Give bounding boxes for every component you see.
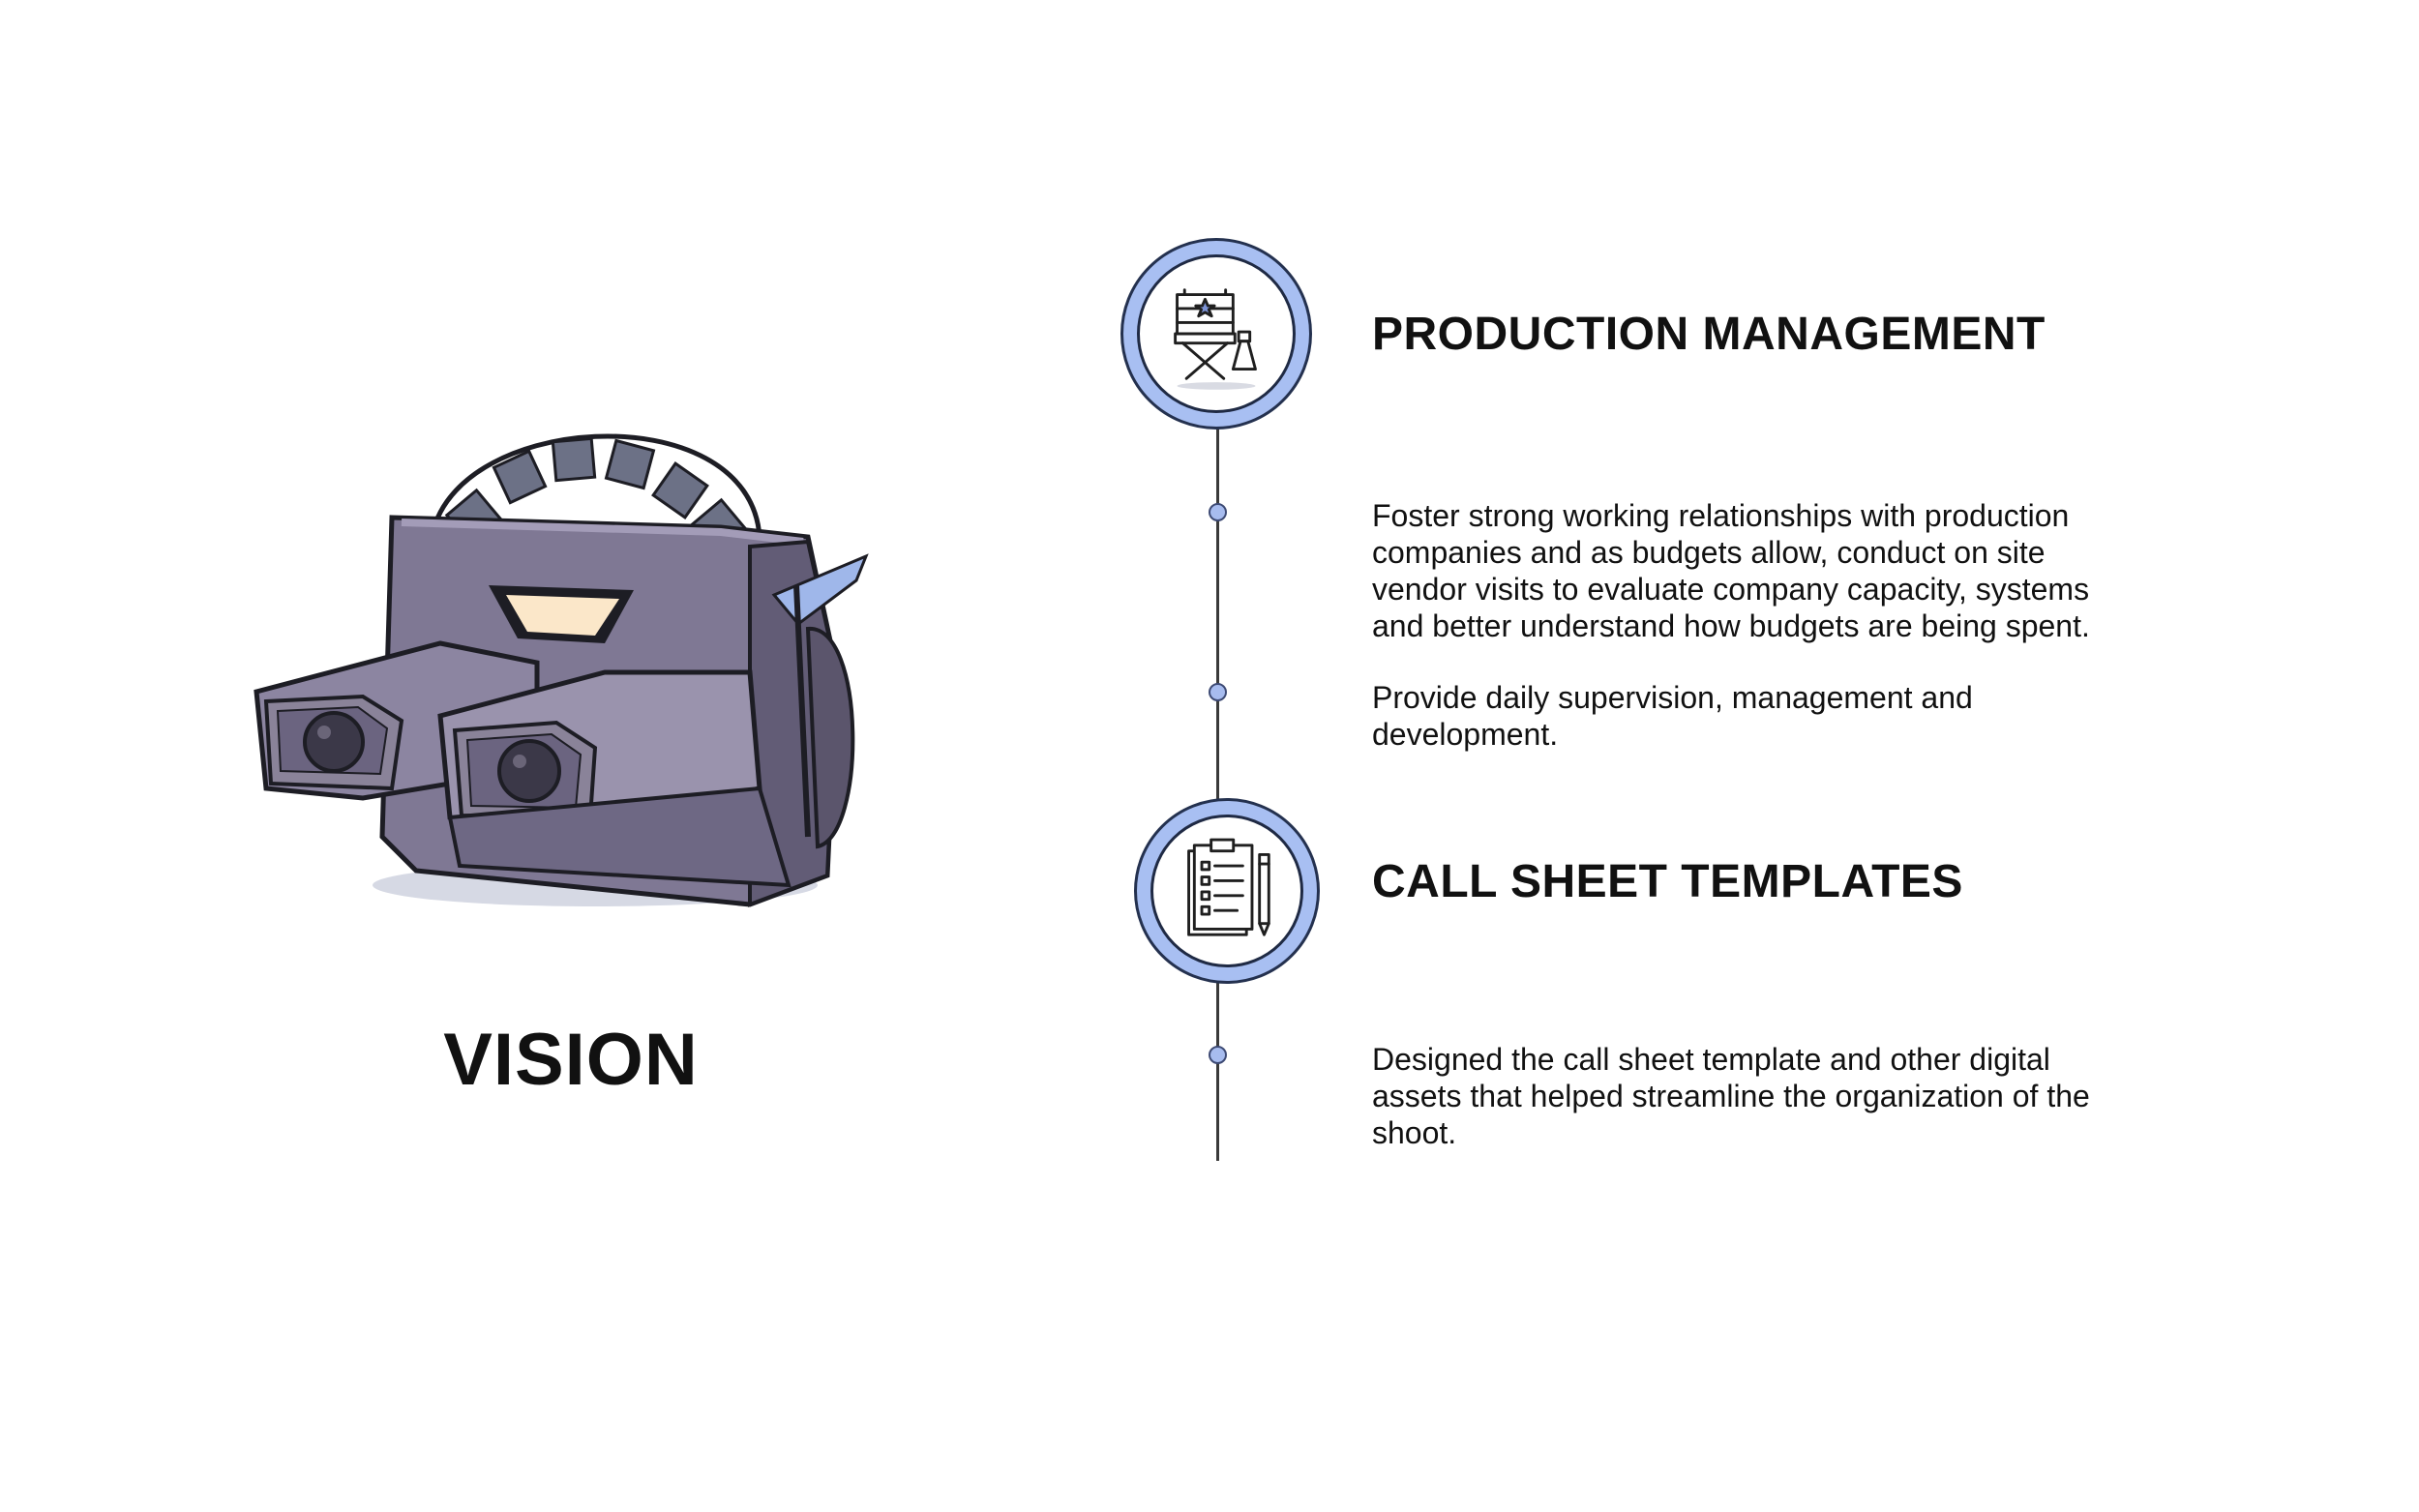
section-title-call-sheet-templates: CALL SHEET TEMPLATES	[1372, 856, 1963, 907]
section-title-production-management: PRODUCTION MANAGEMENT	[1372, 309, 2046, 360]
stereo-viewer-illustration	[247, 382, 885, 934]
section-paragraph: Foster strong working relationships with…	[1372, 498, 2090, 643]
timeline-dot	[1209, 1046, 1227, 1064]
timeline-dot	[1209, 683, 1227, 701]
timeline-dot	[1209, 503, 1227, 521]
clipboard-checklist-icon	[1150, 815, 1303, 967]
section-paragraph: Designed the call sheet template and oth…	[1372, 1042, 2090, 1150]
vision-title: VISION	[443, 1019, 699, 1101]
timeline-line	[1216, 426, 1219, 1161]
production-management-icon-ring	[1120, 238, 1312, 430]
directors-chair-icon	[1137, 254, 1296, 413]
call-sheet-templates-icon-ring	[1134, 798, 1320, 984]
section-paragraph: Provide daily supervision, management an…	[1372, 680, 1973, 752]
